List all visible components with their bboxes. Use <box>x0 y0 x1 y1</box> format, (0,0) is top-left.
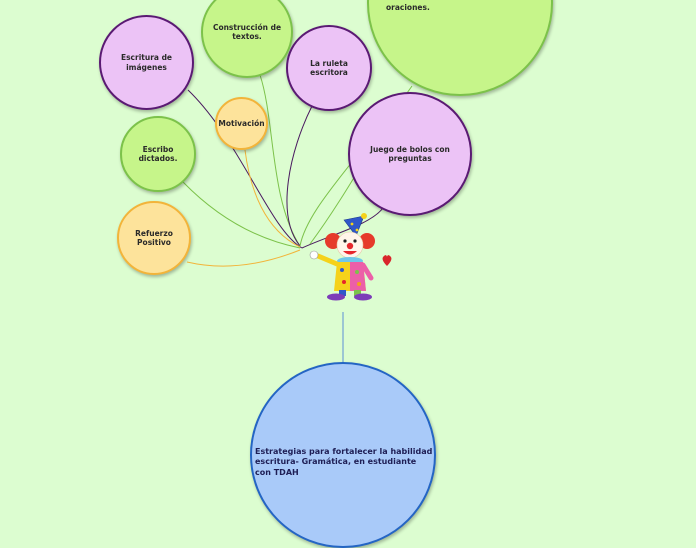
heart-icon <box>382 255 392 266</box>
clown-hat <box>343 215 365 237</box>
string-motivacion <box>244 149 301 248</box>
string-juego-bolos-2 <box>301 207 384 249</box>
node-motivacion[interactable]: Motivación <box>215 97 268 150</box>
mind-map-canvas <box>182 74 413 364</box>
clown-illustration <box>309 213 375 301</box>
top-partial-bubble-text: oraciones. <box>386 3 430 12</box>
node-refuerzo-positivo[interactable]: Refuerzo Positivo <box>117 201 191 275</box>
string-ruleta-escritora <box>286 105 313 247</box>
node-juego-bolos[interactable]: Juego de bolos con preguntas <box>348 92 472 216</box>
balloon-strings <box>182 74 413 267</box>
clown-nose <box>346 242 354 250</box>
string-juego-bolos <box>299 161 353 247</box>
string-escribo-dictados <box>182 181 301 249</box>
node-escritura-imagenes[interactable]: Escritura de imágenes <box>99 15 194 110</box>
string-construccion-textos <box>259 74 301 247</box>
node-escribo-dictados[interactable]: Escribo dictados. <box>120 116 196 192</box>
string-escritura-imagenes <box>187 89 303 249</box>
root-topic-text: Estrategias para fortalecer la habilidad… <box>255 447 433 477</box>
node-construccion-textos[interactable]: Construcción de textos. <box>201 0 293 78</box>
string-refuerzo-positivo <box>186 249 301 267</box>
node-ruleta-escritora[interactable]: La ruleta escritora <box>286 25 372 111</box>
